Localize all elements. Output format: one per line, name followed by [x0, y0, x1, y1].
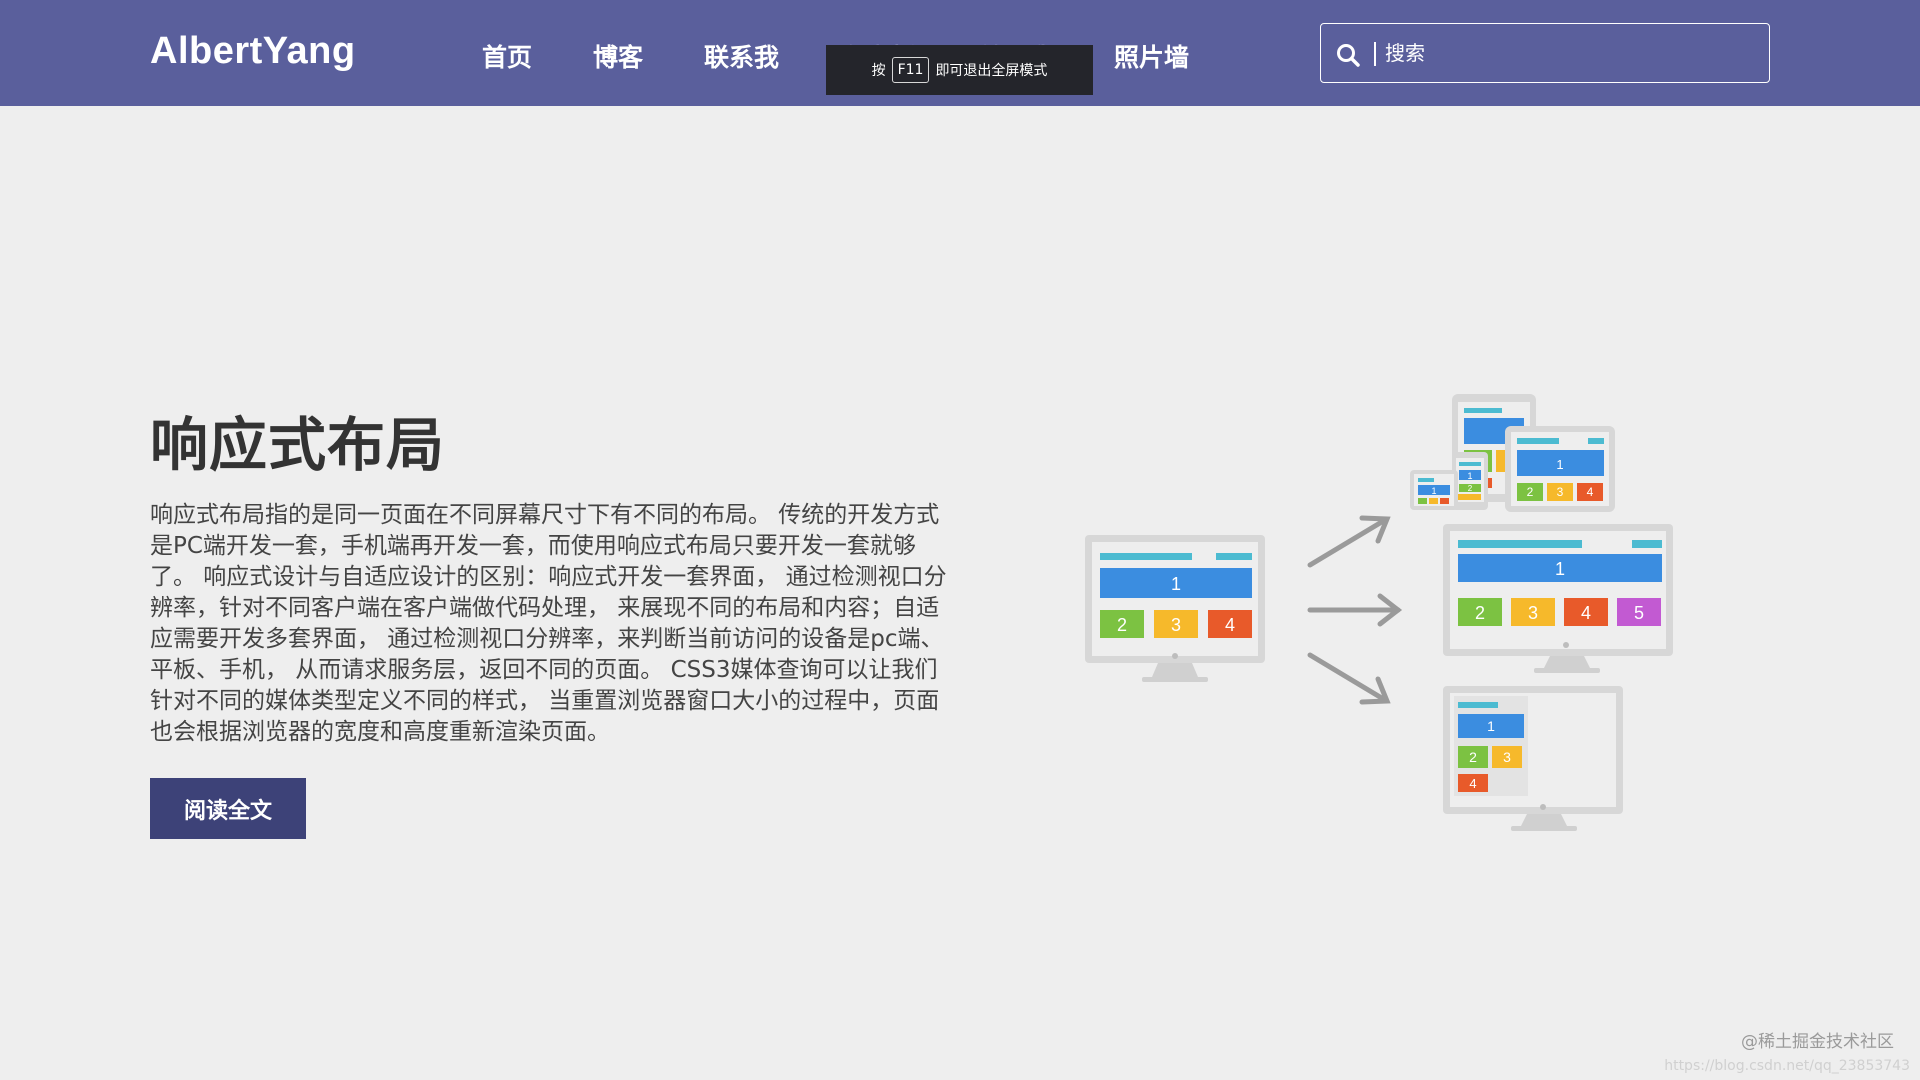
- watermark-url: https://blog.csdn.net/qq_23853743: [1664, 1058, 1910, 1074]
- svg-text:2: 2: [1469, 749, 1477, 765]
- svg-text:3: 3: [1503, 749, 1511, 765]
- fullscreen-notice: 按 F11 即可退出全屏模式: [826, 45, 1093, 95]
- nav-home[interactable]: 首页: [482, 43, 533, 72]
- site-logo[interactable]: AlbertYang: [150, 30, 356, 72]
- tablet-devices: 1 2 1 2 3 4 1 2 1: [1410, 394, 1615, 512]
- navbar: AlbertYang 首页 博客 联系我 留言板 关于我 照片墙 按 F11 即…: [0, 0, 1920, 106]
- svg-text:1: 1: [1556, 457, 1563, 472]
- search-input[interactable]: [1385, 34, 1755, 72]
- svg-text:4: 4: [1581, 603, 1591, 623]
- svg-text:2: 2: [1468, 484, 1473, 493]
- svg-text:3: 3: [1557, 485, 1564, 499]
- svg-text:1: 1: [1487, 718, 1495, 734]
- search-divider: [1374, 42, 1376, 66]
- hero-paragraph: 响应式布局指的是同一页面在不同屏幕尺寸下有不同的布局。 传统的开发方式是PC端开…: [150, 502, 947, 745]
- watermark-community: @稀土掘金技术社区: [1741, 1032, 1894, 1052]
- svg-text:5: 5: [1634, 603, 1644, 623]
- svg-text:4: 4: [1587, 485, 1594, 499]
- nav-contact[interactable]: 联系我: [704, 43, 780, 72]
- svg-text:1: 1: [1171, 574, 1181, 594]
- svg-text:2: 2: [1475, 603, 1485, 623]
- svg-text:2: 2: [1527, 485, 1534, 499]
- read-more-button[interactable]: 阅读全文: [150, 778, 306, 839]
- svg-text:1: 1: [1431, 486, 1436, 496]
- svg-text:4: 4: [1225, 615, 1235, 635]
- svg-text:4: 4: [1469, 776, 1476, 791]
- large-monitor: 1 2 3 4 5: [1443, 524, 1673, 673]
- fullscreen-notice-prefix: 按: [871, 63, 886, 79]
- svg-text:1: 1: [1467, 471, 1472, 481]
- svg-text:1: 1: [1555, 559, 1565, 579]
- source-monitor: 1 2 3 4: [1085, 535, 1265, 682]
- arrows: [1307, 515, 1403, 705]
- fullscreen-notice-text: 即可退出全屏模式: [935, 63, 1048, 79]
- small-monitor: 1 2 3 4: [1443, 686, 1623, 831]
- svg-text:3: 3: [1528, 603, 1538, 623]
- hero-title: 响应式布局: [150, 411, 446, 479]
- svg-text:3: 3: [1171, 615, 1181, 635]
- responsive-devices-illustration: 1 2 3 4 1 2 1 2 3 4: [1085, 394, 1673, 831]
- svg-text:2: 2: [1117, 615, 1127, 635]
- search-icon[interactable]: [1335, 42, 1361, 68]
- nav-blog[interactable]: 博客: [593, 43, 644, 72]
- search-box[interactable]: [1320, 23, 1770, 83]
- f11-key-badge: F11: [891, 57, 930, 83]
- nav-photo-wall[interactable]: 照片墙: [1114, 43, 1190, 72]
